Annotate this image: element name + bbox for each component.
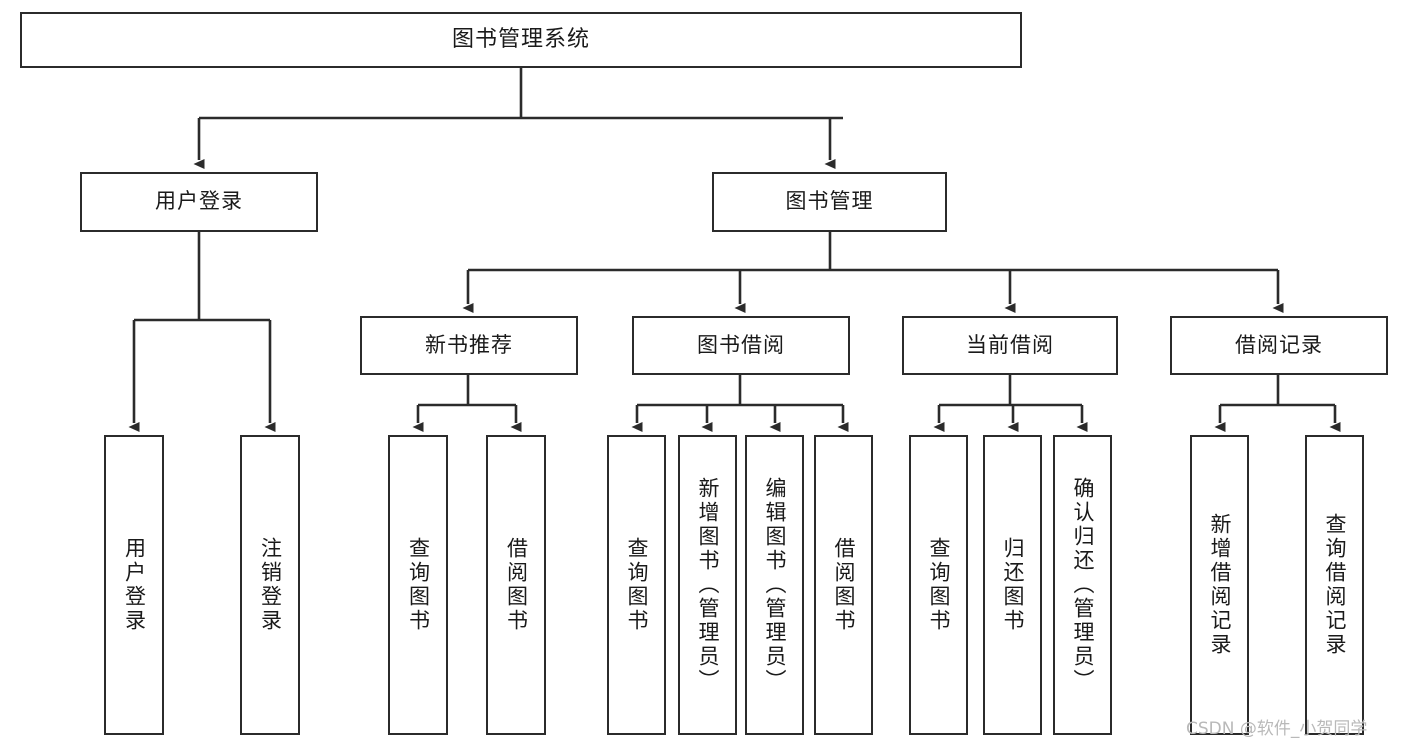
- leaf-label: 新增图书（管理员）: [696, 477, 721, 693]
- node-current-borrow[interactable]: 当前借阅: [902, 316, 1118, 375]
- node-root[interactable]: 图书管理系统: [20, 12, 1022, 68]
- leaf-label: 确认归还（管理员）: [1071, 477, 1096, 693]
- leaf-label: 用户登录: [122, 537, 147, 633]
- leaf-query-borrow-record[interactable]: 查询借阅记录: [1305, 435, 1364, 735]
- leaf-query-book-borrow[interactable]: 查询图书: [607, 435, 666, 735]
- leaf-user-logout[interactable]: 注销登录: [240, 435, 300, 735]
- leaf-label: 查询借阅记录: [1323, 513, 1348, 657]
- node-book-borrow[interactable]: 图书借阅: [632, 316, 850, 375]
- leaf-label: 新增借阅记录: [1208, 513, 1233, 657]
- leaf-confirm-return-admin[interactable]: 确认归还（管理员）: [1053, 435, 1112, 735]
- leaf-query-book-current[interactable]: 查询图书: [909, 435, 968, 735]
- leaf-add-book-admin[interactable]: 新增图书（管理员）: [678, 435, 737, 735]
- node-book-manage[interactable]: 图书管理: [712, 172, 947, 232]
- leaf-return-book[interactable]: 归还图书: [983, 435, 1042, 735]
- leaf-label: 编辑图书（管理员）: [763, 477, 788, 693]
- leaf-borrow-book[interactable]: 借阅图书: [814, 435, 873, 735]
- leaf-borrow-book-recommend[interactable]: 借阅图书: [486, 435, 546, 735]
- leaf-add-borrow-record[interactable]: 新增借阅记录: [1190, 435, 1249, 735]
- leaf-label: 注销登录: [258, 537, 283, 633]
- node-user-login[interactable]: 用户登录: [80, 172, 318, 232]
- node-borrow-record[interactable]: 借阅记录: [1170, 316, 1388, 375]
- leaf-label: 归还图书: [1001, 537, 1026, 633]
- leaf-label: 借阅图书: [504, 537, 529, 633]
- leaf-label: 查询图书: [625, 537, 650, 633]
- leaf-label: 查询图书: [927, 537, 952, 633]
- leaf-user-login[interactable]: 用户登录: [104, 435, 164, 735]
- leaf-edit-book-admin[interactable]: 编辑图书（管理员）: [745, 435, 804, 735]
- leaf-query-book-recommend[interactable]: 查询图书: [388, 435, 448, 735]
- leaf-label: 查询图书: [406, 537, 431, 633]
- node-new-book-recommend[interactable]: 新书推荐: [360, 316, 578, 375]
- csdn-watermark: CSDN @软件_小贺同学: [1186, 719, 1368, 739]
- leaf-label: 借阅图书: [832, 537, 857, 633]
